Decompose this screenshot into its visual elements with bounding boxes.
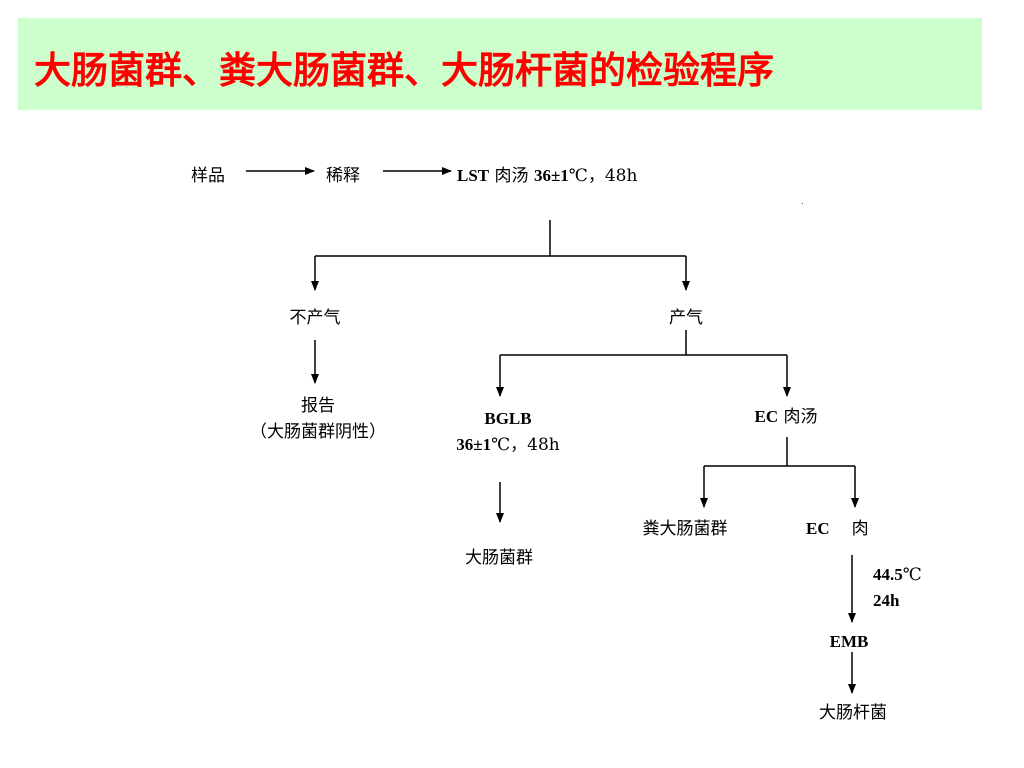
lst-broth-label: 肉汤 (489, 166, 534, 186)
ec-bold-label: EC (754, 407, 779, 426)
report-line1: 报告 (301, 396, 335, 416)
bglb-temp-label: 36±1 (456, 435, 492, 454)
fecal-coliforms-label: 粪大肠菌群 (642, 519, 728, 539)
node-no-gas: 不产气 (290, 307, 341, 329)
ec-broth-label: 肉汤 (778, 407, 818, 427)
ec2-temp-value: 44.5 (873, 565, 903, 584)
node-ec-medium: EC 肉 (806, 518, 869, 540)
node-dilute: 稀释 (326, 165, 360, 187)
ec2-rest-label: 肉 (851, 519, 869, 539)
title-band: 大肠菌群、粪大肠菌群、大肠杆菌的检验程序 (18, 18, 982, 110)
bglb-time-label: ℃，48h (491, 435, 560, 455)
report-line2: （大肠菌群阴性） (250, 422, 386, 442)
lst-time-label: ℃，48h (568, 166, 638, 186)
node-ecoli: 大肠杆菌 (819, 702, 887, 724)
lst-temp-label: 36±1 (533, 166, 569, 185)
ec2-bold-label: EC (806, 519, 830, 538)
coliforms-label: 大肠菌群 (465, 548, 533, 568)
no-gas-label: 不产气 (289, 308, 341, 328)
ec2-time-label: 24h (873, 591, 900, 610)
page-title: 大肠菌群、粪大肠菌群、大肠杆菌的检验程序 (34, 48, 774, 92)
sample-label: 样品 (191, 166, 225, 186)
ec2-temp-unit: ℃ (902, 565, 922, 585)
node-coliforms: 大肠菌群 (465, 547, 533, 569)
emb-label: EMB (829, 632, 869, 651)
dilute-label: 稀释 (326, 166, 360, 186)
node-ec-conditions: 44.5℃ 24h (873, 562, 922, 614)
node-lst-broth: LST 肉汤 36±1℃，48h (457, 165, 637, 187)
lst-bold-label: LST (457, 166, 490, 185)
node-gas: 产气 (669, 307, 703, 329)
ecoli-label: 大肠杆菌 (819, 703, 887, 723)
gas-label: 产气 (669, 308, 703, 328)
node-sample: 样品 (191, 165, 225, 187)
node-fecal-coliforms: 粪大肠菌群 (643, 518, 728, 540)
node-ec-broth: EC 肉汤 (754, 406, 817, 428)
node-report: 报告 （大肠菌群阴性） (250, 393, 386, 445)
node-emb: EMB (830, 631, 869, 653)
stray-dot (802, 203, 803, 204)
node-bglb: BGLB 36±1℃，48h (456, 406, 559, 458)
bglb-label: BGLB (484, 409, 532, 428)
